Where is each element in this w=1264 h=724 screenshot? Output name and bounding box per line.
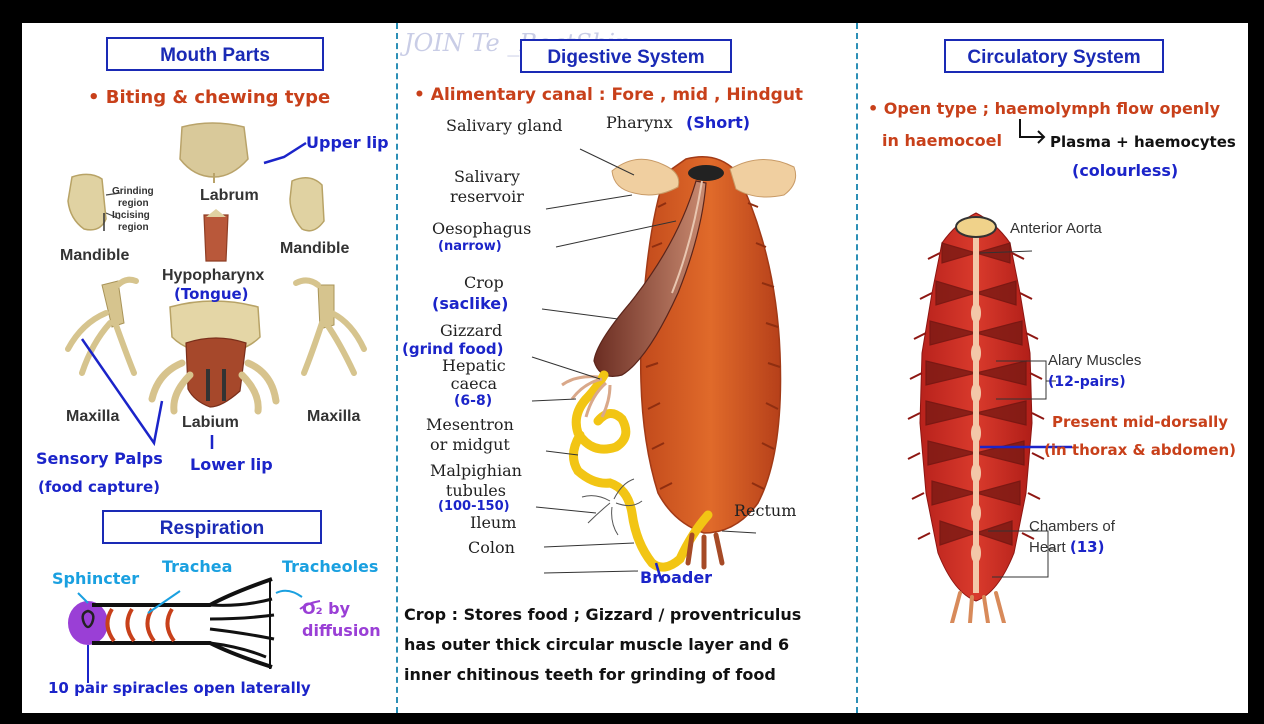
alary-muscles-label: Alary Muscles (1048, 352, 1142, 369)
circulatory-system-title: Circulatory System (944, 39, 1164, 73)
region-text-2: region (118, 222, 149, 233)
crop-saclike-label: (saclike) (432, 294, 509, 313)
mandible-left-label: Mandible (60, 247, 130, 264)
plasma-haemocytes-label: Plasma + haemocytes (1050, 133, 1236, 151)
mouth-parts-title: Mouth Parts (106, 37, 324, 71)
broader-label: Broader (640, 568, 713, 587)
digestive-note: Crop : Stores food ; Gizzard / proventri… (404, 600, 801, 690)
crop-label: Crop (464, 273, 504, 292)
labium-label: Labium (182, 414, 239, 431)
pharynx-short-label: (Short) (686, 113, 751, 132)
grind-food-label: (grind food) (402, 340, 504, 358)
note-line-3: inner chitinous teeth for grinding of fo… (404, 665, 776, 684)
o2-label: O₂ by (302, 599, 351, 618)
salivary-gland-label: Salivary gland (446, 116, 563, 135)
heart-text: Heart (1029, 539, 1066, 556)
heart-count-text: (13) (1069, 538, 1105, 556)
malpighian-text: Malpighian (430, 461, 522, 480)
sphincter-label: Sphincter (52, 569, 140, 588)
divider-left (396, 23, 398, 713)
gizzard-label: Gizzard (440, 321, 503, 340)
circulatory-diagram (907, 212, 1072, 623)
note-line-1: Crop : Stores food ; Gizzard / proventri… (404, 605, 802, 624)
labrum-label: Labrum (200, 187, 259, 204)
hypopharynx-label: Hypopharynx (162, 267, 265, 284)
trachea-label: Trachea (162, 557, 233, 576)
lower-lip-label: Lower lip (190, 455, 273, 474)
digestive-system-title: Digestive System (520, 39, 732, 73)
food-capture-label: (food capture) (38, 478, 160, 496)
rectum-label: Rectum (734, 501, 797, 520)
tubules-count-label: (100-150) (438, 499, 510, 514)
heart-line: Heart (13) (1029, 537, 1115, 558)
mandible-right-label: Mandible (280, 240, 350, 257)
mandible-regions-label: Grinding region Incising region (112, 186, 154, 234)
midgut-text: or midgut (429, 435, 510, 454)
sensory-palps-label: Sensory Palps (36, 449, 163, 468)
whiteboard: JOIN Te _BoatShip Mouth Parts • Biting &… (22, 23, 1248, 713)
digestive-diagram (531, 148, 797, 584)
biting-chewing-note: • Biting & chewing type (88, 87, 331, 108)
tracheoles-label: Tracheoles (282, 557, 379, 576)
oesophagus-narrow-label: (narrow) (438, 239, 502, 254)
mesentron-label: Mesentron or midgut (426, 415, 514, 455)
thorax-abdomen-label: (in thorax & abdomen) (1044, 441, 1237, 459)
tubules-text: tubules (445, 481, 506, 500)
note-line-2: has outer thick circular muscle layer an… (404, 635, 790, 654)
respiration-title: Respiration (102, 510, 322, 544)
hepatic-caeca-label: Hepatic caeca (442, 357, 506, 393)
reservoir-text: reservoir (450, 187, 524, 206)
mouth-parts-diagram (65, 122, 367, 449)
colon-label: Colon (468, 538, 515, 557)
caeca-count-label: (6-8) (454, 393, 493, 409)
respiration-diagram (68, 577, 321, 683)
alimentary-canal-note: • Alimentary canal : Fore , mid , Hindgu… (414, 85, 803, 105)
spiracles-label: 10 pair spiracles open laterally (48, 679, 311, 697)
pharynx-label: Pharynx (606, 113, 673, 132)
hepatic-text: Hepatic (442, 356, 506, 375)
upper-lip-label: Upper lip (306, 133, 389, 152)
colourless-label: (colourless) (1072, 161, 1179, 180)
alary-pairs-label: (12-pairs) (1048, 374, 1126, 390)
chambers-of-text: Chambers of (1029, 518, 1115, 535)
caeca-text: caeca (450, 374, 498, 393)
mesentron-text: Mesentron (426, 415, 514, 434)
region-text-1: region (118, 198, 149, 209)
incising-text: Incising (112, 210, 150, 221)
grinding-text: Grinding (112, 186, 154, 197)
present-mid-dorsally-label: Present mid-dorsally (1052, 413, 1229, 431)
divider-right (856, 23, 858, 713)
ileum-label: Ileum (470, 513, 517, 532)
plasma-arrow (1019, 119, 1046, 144)
salivary-text: Salivary (453, 167, 520, 186)
tongue-label: (Tongue) (174, 285, 249, 303)
maxilla-right-label: Maxilla (307, 408, 361, 425)
salivary-reservoir-label: Salivary reservoir (450, 167, 524, 207)
diffusion-label: diffusion (302, 621, 381, 640)
malpighian-label: Malpighian tubules (430, 461, 522, 501)
open-type-note: • Open type ; haemolymph flow openly (868, 99, 1221, 118)
chambers-label: Chambers of Heart (13) (1029, 517, 1115, 558)
maxilla-left-label: Maxilla (66, 408, 120, 425)
haemocoel-note: in haemocoel (882, 131, 1002, 150)
oesophagus-label: Oesophagus (432, 219, 532, 238)
canal-note-text: • Alimentary canal : Fore , mid , Hindgu… (414, 85, 804, 105)
anterior-aorta-label: Anterior Aorta (1010, 220, 1102, 237)
